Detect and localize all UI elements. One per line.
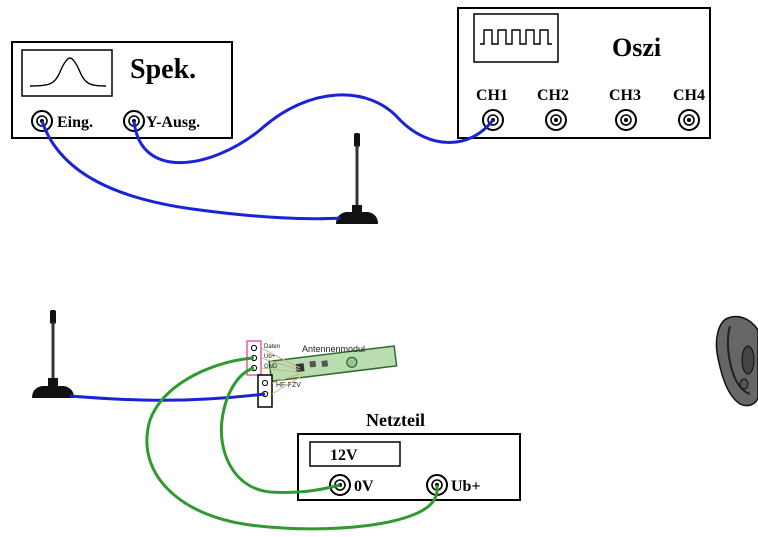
channel-3-connector[interactable] bbox=[615, 109, 637, 131]
pin-label-ub: Ub+ bbox=[264, 354, 276, 360]
gaussian-peak-icon bbox=[29, 57, 107, 87]
power-supply: Netzteil 12V 0V Ub+ bbox=[297, 410, 521, 501]
car-key-icon bbox=[715, 315, 758, 407]
coax-cable-antenna-to-module bbox=[69, 392, 266, 402]
antenna-module-board bbox=[268, 345, 398, 383]
pin-label-gnd: GND bbox=[264, 364, 278, 370]
pin-label-daten: Daten bbox=[264, 344, 280, 350]
power-cable-ub bbox=[145, 356, 439, 531]
module-internal-wires bbox=[260, 347, 303, 395]
antenna-module: Antennenmodul Daten Ub+ GND HF-FZV bbox=[246, 340, 398, 408]
channel-label-ch1: CH1 bbox=[476, 87, 508, 104]
coax-cable-y-out-to-ch1 bbox=[132, 93, 495, 165]
channel-label-ch3: CH3 bbox=[609, 87, 641, 104]
channel-2-connector[interactable] bbox=[545, 109, 567, 131]
spectrum-analyzer-title: Spek. bbox=[130, 54, 196, 85]
channel-4-connector[interactable] bbox=[678, 109, 700, 131]
voltage-display bbox=[309, 441, 401, 467]
channel-label-ch2: CH2 bbox=[537, 87, 569, 104]
antenna-module-title: Antennenmodul bbox=[302, 344, 365, 354]
square-wave-icon bbox=[480, 29, 552, 45]
positive-terminal-label: Ub+ bbox=[451, 478, 481, 495]
rf-pin-label: HF-FZV bbox=[276, 382, 301, 389]
oscilloscope: Oszi CH1 CH2 CH3 CH4 bbox=[457, 7, 711, 139]
spectrum-input-label: Eing. bbox=[57, 114, 93, 131]
rod-antenna-icon bbox=[336, 133, 378, 224]
spectrum-screen bbox=[21, 49, 113, 97]
oscilloscope-title: Oszi bbox=[612, 33, 661, 62]
spectrum-y-output-label: Y-Ausg. bbox=[146, 114, 200, 131]
voltage-display-value: 12V bbox=[330, 447, 358, 464]
power-cable-gnd bbox=[219, 366, 341, 494]
power-supply-title: Netzteil bbox=[366, 410, 425, 430]
vehicle-rod-antenna-icon bbox=[32, 310, 74, 398]
channel-label-ch4: CH4 bbox=[673, 87, 705, 104]
ground-terminal-label: 0V bbox=[354, 478, 374, 495]
rf-pin-1[interactable] bbox=[261, 379, 269, 387]
pin-daten[interactable] bbox=[250, 344, 258, 352]
coax-cable-input-to-antenna bbox=[40, 120, 341, 221]
oscilloscope-screen bbox=[473, 13, 559, 63]
spectrum-analyzer: Spek. Eing. Y-Ausg. bbox=[11, 41, 233, 139]
